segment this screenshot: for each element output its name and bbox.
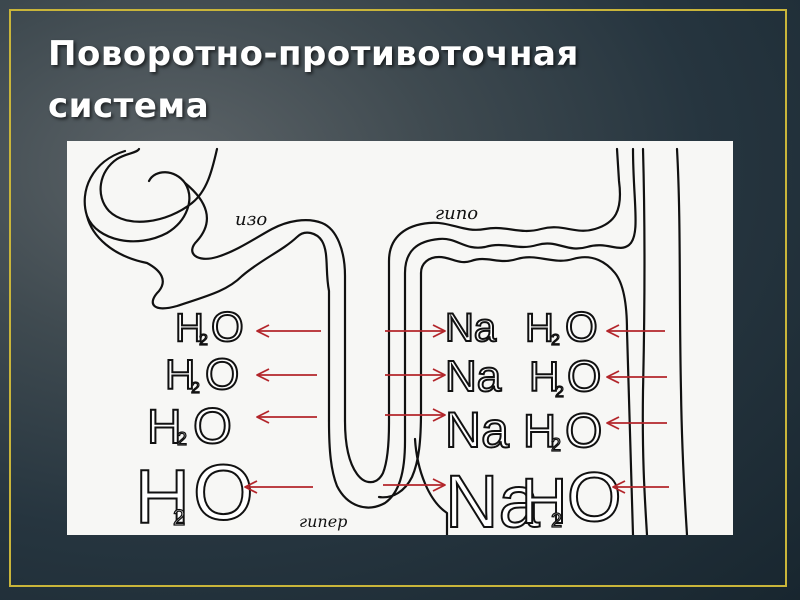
svg-text:O: O bbox=[193, 448, 254, 535]
svg-text:2: 2 bbox=[551, 332, 560, 349]
svg-text:O: O bbox=[193, 398, 232, 454]
ascending-limb-wall bbox=[419, 255, 635, 535]
title-line-2: система bbox=[48, 86, 210, 126]
water-right-1: H 2 O bbox=[524, 302, 599, 351]
svg-text:H: H bbox=[523, 405, 556, 457]
water-right-3: H 2 O bbox=[522, 404, 603, 459]
svg-text:H: H bbox=[529, 353, 559, 400]
nephron-tubule bbox=[83, 147, 689, 535]
arrow-na-4 bbox=[383, 478, 446, 492]
arrow-left-2 bbox=[256, 368, 317, 382]
svg-text:2: 2 bbox=[199, 332, 208, 349]
svg-text:H: H bbox=[525, 306, 554, 350]
label-hyper: гипер bbox=[299, 512, 347, 531]
sodium-4: Na bbox=[445, 460, 540, 535]
ascending-limb-outer bbox=[413, 437, 449, 535]
svg-text:H: H bbox=[175, 306, 204, 350]
arrow-left-1 bbox=[256, 324, 321, 338]
arrow-na-1 bbox=[385, 324, 446, 338]
glomerular-capsule bbox=[83, 147, 219, 243]
svg-text:O: O bbox=[567, 352, 601, 401]
countercurrent-diagram: изо гипо гипер H 2 O H 2 O H 2 O H 2 O N… bbox=[67, 141, 733, 535]
arrow-duct-1 bbox=[606, 324, 665, 338]
svg-text:2: 2 bbox=[555, 384, 564, 401]
arrow-left-3 bbox=[256, 410, 317, 424]
svg-text:H: H bbox=[147, 401, 182, 454]
arrow-na-3 bbox=[385, 408, 446, 422]
ascending-limb-inner bbox=[377, 271, 423, 499]
loop-descending-inner bbox=[343, 147, 621, 484]
svg-text:H: H bbox=[165, 351, 195, 398]
water-right-4: H 2 O bbox=[520, 457, 622, 535]
water-left-4: H 2 O bbox=[134, 447, 255, 535]
svg-text:2: 2 bbox=[191, 380, 200, 397]
sodium-1: Na bbox=[445, 306, 497, 350]
water-left-2: H 2 O bbox=[164, 349, 240, 400]
arrow-left-4 bbox=[244, 480, 313, 494]
collecting-duct-left bbox=[641, 147, 649, 535]
water-left-3: H 2 O bbox=[146, 397, 233, 455]
sodium-3: Na bbox=[445, 402, 509, 458]
proximal-tubule-outer bbox=[85, 214, 331, 423]
svg-text:2: 2 bbox=[551, 510, 562, 532]
svg-text:2: 2 bbox=[551, 435, 561, 455]
arrow-duct-3 bbox=[606, 416, 667, 430]
diagram-svg: изо гипо гипер H 2 O H 2 O H 2 O H 2 O N… bbox=[83, 147, 689, 535]
slide-frame bbox=[9, 9, 787, 587]
svg-text:O: O bbox=[565, 303, 598, 350]
collecting-duct-right bbox=[675, 147, 689, 535]
arrow-na-2 bbox=[385, 368, 446, 382]
svg-text:O: O bbox=[567, 458, 621, 535]
svg-text:2: 2 bbox=[177, 429, 187, 449]
arrow-duct-4 bbox=[612, 480, 669, 494]
arrow-duct-2 bbox=[606, 370, 667, 384]
svg-text:O: O bbox=[205, 350, 239, 399]
water-left-1: H 2 O bbox=[174, 302, 245, 351]
svg-text:H: H bbox=[521, 465, 567, 535]
water-right-2: H 2 O bbox=[528, 351, 602, 402]
loop-descending-outer bbox=[327, 147, 637, 509]
svg-text:2: 2 bbox=[173, 505, 185, 530]
proximal-tubule-inner bbox=[183, 181, 347, 423]
label-hypo: гипо bbox=[435, 203, 478, 224]
label-iso: изо bbox=[235, 209, 267, 230]
sodium-2: Na bbox=[445, 352, 502, 401]
title-line-1: Поворотно-противоточная bbox=[48, 34, 579, 74]
slide-title: Поворотно-противоточная система bbox=[48, 28, 748, 132]
svg-text:O: O bbox=[565, 405, 602, 458]
svg-text:O: O bbox=[211, 303, 244, 350]
svg-text:H: H bbox=[135, 455, 190, 535]
